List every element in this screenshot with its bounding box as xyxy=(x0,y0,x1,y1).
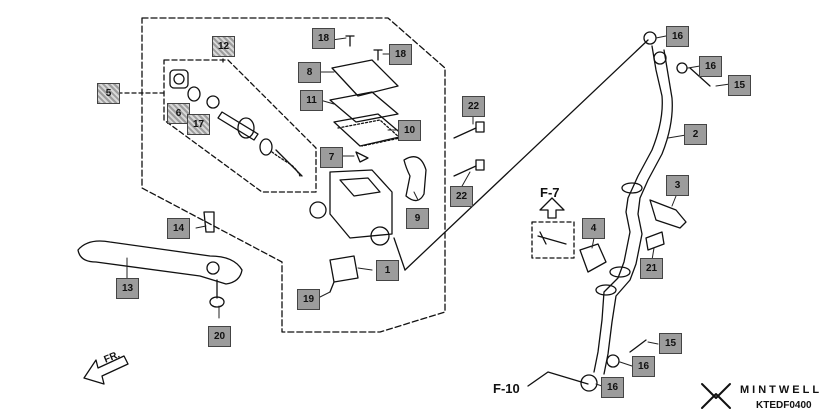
callout-22-upper[interactable]: 22 xyxy=(462,96,485,117)
reference-f10[interactable]: F-10 xyxy=(493,381,520,396)
bolts-22 xyxy=(453,121,485,177)
callout-14[interactable]: 14 xyxy=(167,218,190,239)
callout-16-top[interactable]: 16 xyxy=(666,26,689,47)
assembly-boundary xyxy=(141,17,446,333)
callout-21[interactable]: 21 xyxy=(640,258,663,279)
callout-16-upper[interactable]: 16 xyxy=(699,56,722,77)
callout-12[interactable]: 12 xyxy=(212,36,235,57)
brand-logo-mark xyxy=(701,383,731,409)
leader-lines xyxy=(126,35,731,387)
callout-17[interactable]: 17 xyxy=(187,114,210,135)
callout-22-lower[interactable]: 22 xyxy=(450,186,473,207)
reference-f7[interactable]: F-7 xyxy=(540,185,560,200)
hose-stay-3 xyxy=(649,199,687,229)
callout-15-upper[interactable]: 15 xyxy=(728,75,751,96)
piston-kit-boundary xyxy=(163,59,317,193)
callout-7[interactable]: 7 xyxy=(320,147,343,168)
callout-18-right[interactable]: 18 xyxy=(389,44,412,65)
callout-15-lower[interactable]: 15 xyxy=(659,333,682,354)
f7-arrow xyxy=(539,197,565,219)
brand-name: MINTWELL xyxy=(740,384,823,396)
hose-clamp-4 xyxy=(579,243,607,273)
f7-detail-box xyxy=(531,221,575,259)
callout-5[interactable]: 5 xyxy=(97,83,120,104)
assembly-to-hose-line xyxy=(404,39,649,271)
callout-9[interactable]: 9 xyxy=(406,208,429,229)
callout-13[interactable]: 13 xyxy=(116,278,139,299)
brake-switch xyxy=(329,255,359,283)
callout-2[interactable]: 2 xyxy=(684,124,707,145)
holder-clamp xyxy=(403,156,427,202)
callout-18-left[interactable]: 18 xyxy=(312,28,335,49)
callout-8[interactable]: 8 xyxy=(298,62,321,83)
bolt-21 xyxy=(645,231,665,251)
callout-11[interactable]: 11 xyxy=(300,90,323,111)
callout-10[interactable]: 10 xyxy=(398,120,421,141)
reservoir-cover-group xyxy=(329,35,405,147)
f10-leader xyxy=(527,371,589,387)
brake-lever xyxy=(77,211,243,308)
front-direction-arrow xyxy=(83,355,129,385)
callout-20[interactable]: 20 xyxy=(208,326,231,347)
master-cylinder-body xyxy=(309,151,393,246)
callout-4[interactable]: 4 xyxy=(582,218,605,239)
callout-3[interactable]: 3 xyxy=(666,175,689,196)
callout-16-middle[interactable]: 16 xyxy=(632,356,655,377)
callout-1[interactable]: 1 xyxy=(376,260,399,281)
callout-6[interactable]: 6 xyxy=(167,103,190,124)
diagram-code: KTEDF0400 xyxy=(756,400,812,411)
callout-16-bottom[interactable]: 16 xyxy=(601,377,624,398)
callout-19[interactable]: 19 xyxy=(297,289,320,310)
piston-set xyxy=(169,69,303,177)
